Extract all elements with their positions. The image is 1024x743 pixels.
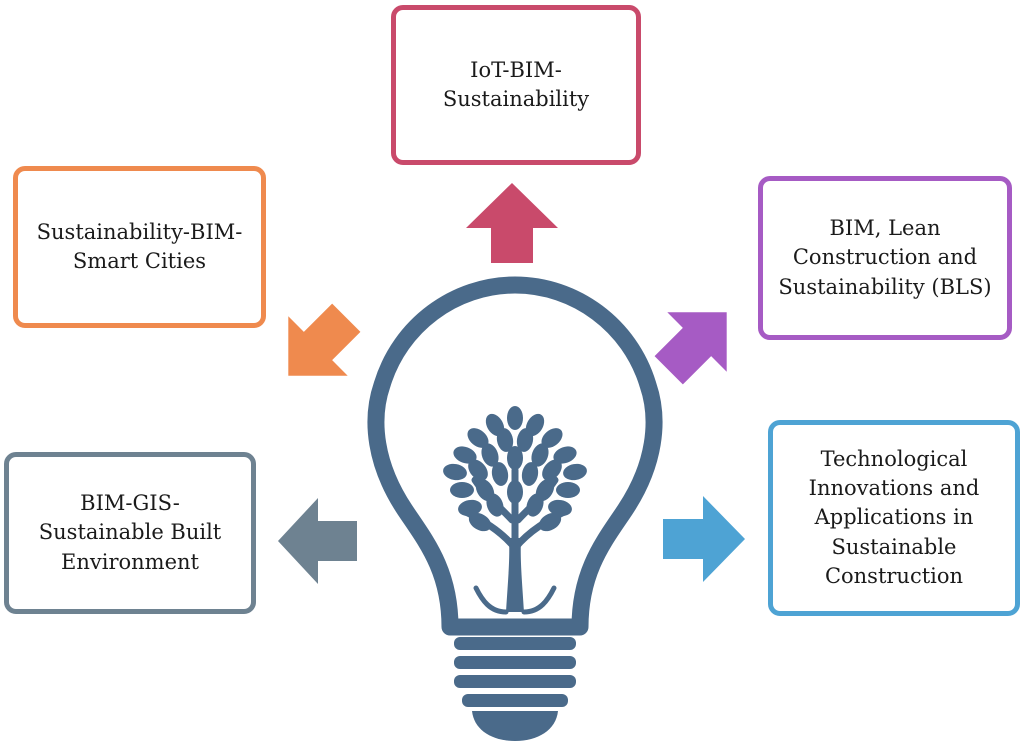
arrow-upleft-smart (288, 303, 361, 376)
leaf-icon (496, 428, 514, 452)
leaf-icon (563, 463, 587, 481)
leaf-icon (468, 512, 492, 532)
topic-label-line: BIM, Lean (829, 215, 941, 240)
leaf-icon (458, 499, 482, 517)
topic-box-bim-lean-construction: BIM, Lean Construction and Sustainabilit… (758, 176, 1012, 340)
leaf-icon (553, 446, 577, 464)
leaf-icon (486, 493, 504, 517)
leaf-icon (507, 480, 523, 504)
topic-box-iot-bim-sustainability: IoT-BIM- Sustainability (391, 5, 641, 165)
topic-label: Sustainability-BIM- Smart Cities (37, 218, 243, 277)
topic-label: BIM-GIS- Sustainable Built Environment (39, 489, 222, 577)
leaf-icon (516, 428, 534, 452)
topic-label-line: Sustainable Built (38, 520, 222, 545)
topic-label: BIM, Lean Construction and Sustainabilit… (778, 214, 991, 302)
topic-label-line: IoT-BIM- (470, 57, 562, 82)
leaf-icon (556, 482, 580, 498)
leaf-icon (526, 493, 544, 517)
arrow-left-gis (278, 498, 357, 584)
tree-icon (443, 406, 587, 615)
topic-label-line: Smart Cities (72, 249, 207, 273)
topic-label-line: Construction and (792, 245, 978, 270)
topic-label-line: Construction (824, 564, 964, 589)
leaf-icon (467, 428, 489, 448)
leaf-icon (481, 443, 499, 467)
topic-box-sustainability-bim-smart-cities: Sustainability-BIM- Smart Cities (13, 166, 266, 328)
topic-box-bim-gis-built-environment: BIM-GIS- Sustainable Built Environment (4, 452, 256, 614)
leaf-icon (541, 428, 563, 448)
topic-label-line: Applications in (814, 505, 974, 530)
topic-label-line: Innovations and (808, 475, 980, 500)
leaf-icon (542, 459, 562, 481)
leaf-icon (468, 459, 488, 481)
topic-label-line: Sustainability (442, 87, 590, 111)
leaf-icon (491, 462, 509, 486)
lightbulb-icon (367, 276, 663, 741)
topic-label-line: BIM-GIS- (80, 490, 180, 515)
topic-label-line: Sustainability (BLS) (778, 274, 992, 299)
leaf-icon (507, 406, 523, 430)
topic-label-line: Environment (61, 549, 199, 574)
leaf-icon (548, 499, 572, 517)
topic-label-line: Technological (820, 446, 968, 471)
leaf-icon (507, 446, 523, 470)
arrow-up-iot (466, 183, 558, 263)
topic-label-line: Sustainability-BIM- (36, 219, 243, 244)
topic-box-technological-innovations: Technological Innovations and Applicatio… (768, 420, 1020, 616)
leaf-icon (538, 512, 562, 532)
topic-label: Technological Innovations and Applicatio… (809, 445, 980, 592)
arrow-right-tech (663, 496, 745, 582)
leaf-icon (453, 446, 477, 464)
arrow-upright-bls (654, 312, 727, 385)
leaf-icon (450, 482, 474, 498)
leaf-icon (531, 443, 549, 467)
topic-label: IoT-BIM- Sustainability (443, 56, 589, 115)
topic-label-line: Sustainable (831, 534, 957, 559)
leaf-icon (443, 463, 467, 481)
leaf-icon (521, 462, 539, 486)
